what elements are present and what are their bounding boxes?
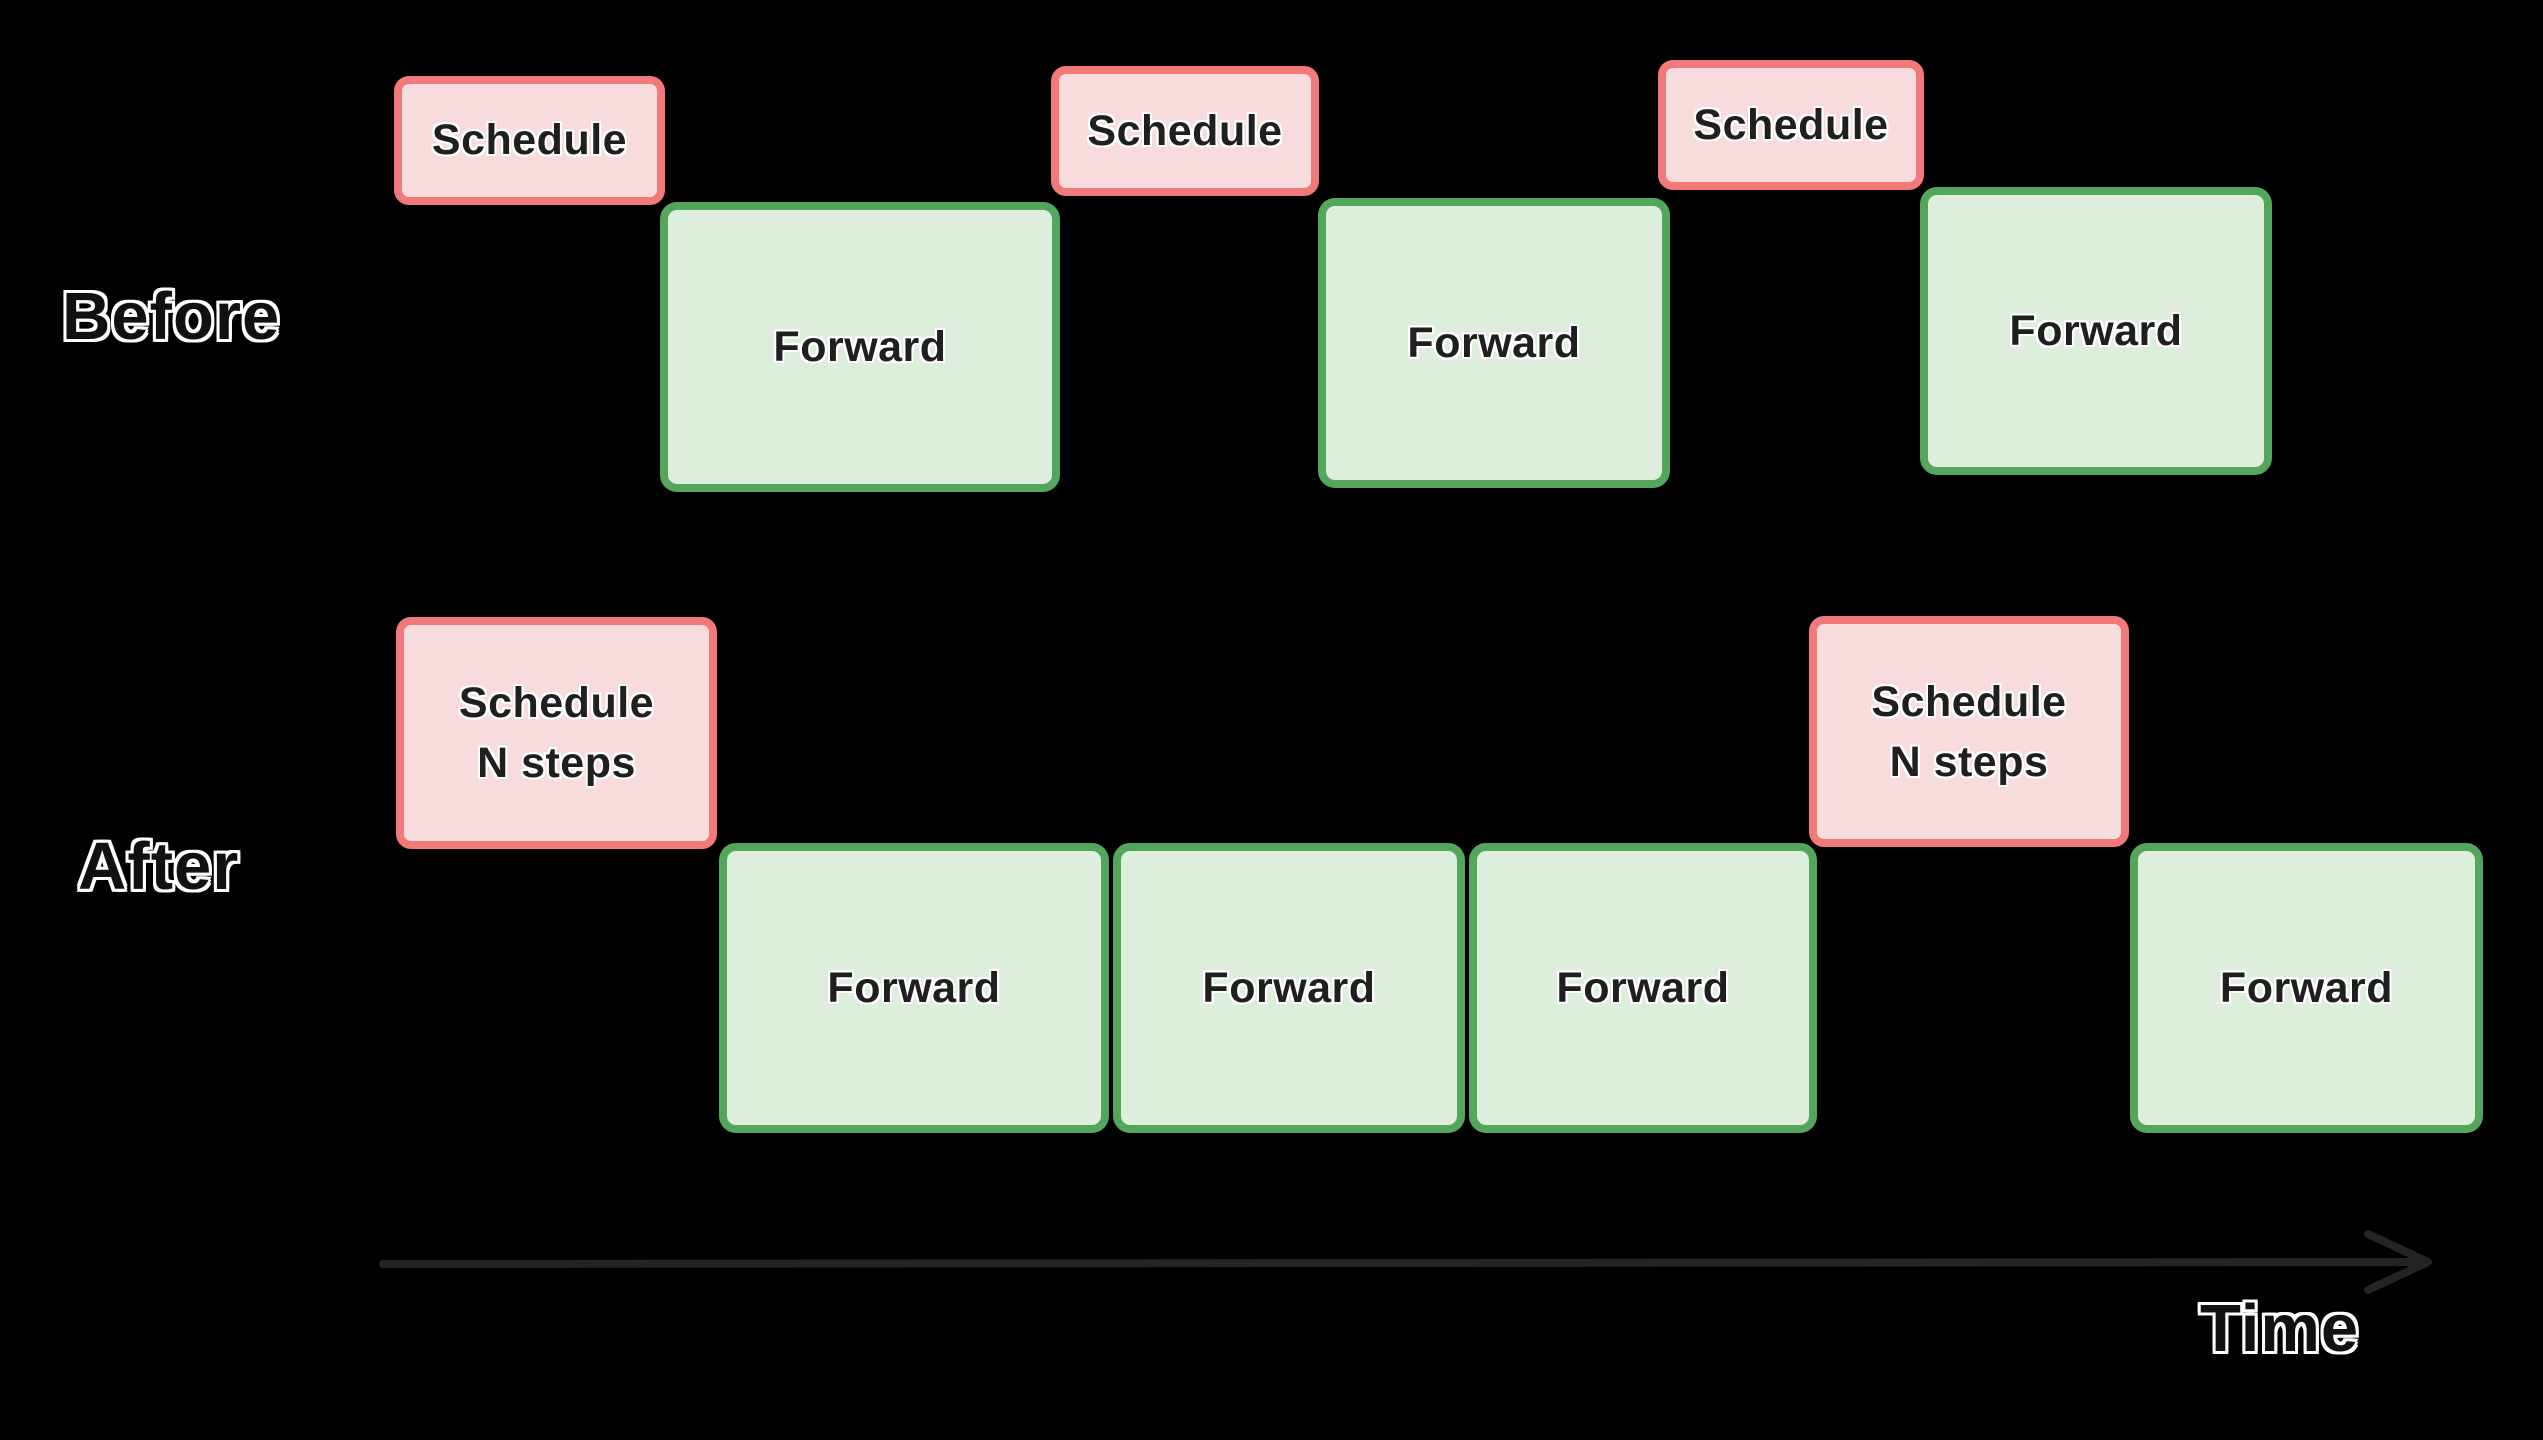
block-label: Forward bbox=[1407, 318, 1581, 367]
block-label: Forward bbox=[773, 322, 947, 371]
block-label: Schedule bbox=[431, 116, 628, 164]
forward-block: Forward bbox=[1113, 843, 1465, 1133]
block-label: Forward bbox=[2219, 963, 2394, 1012]
block-label: Forward bbox=[1202, 963, 1376, 1012]
before-row-label: Before bbox=[62, 279, 281, 354]
block-label: Forward bbox=[1556, 963, 1730, 1012]
forward-block: Forward bbox=[1920, 187, 2272, 475]
schedule-n-steps-block: Schedule N steps bbox=[396, 617, 717, 849]
schedule-block: Schedule bbox=[1051, 66, 1319, 196]
forward-block: Forward bbox=[719, 843, 1109, 1133]
forward-block: Forward bbox=[1469, 843, 1817, 1133]
schedule-block: Schedule bbox=[1658, 60, 1924, 190]
block-label: Forward bbox=[2009, 306, 2183, 355]
forward-block: Forward bbox=[660, 202, 1060, 492]
schedule-n-steps-block: Schedule N steps bbox=[1809, 616, 2129, 847]
schedule-block: Schedule bbox=[394, 76, 665, 205]
block-label: Schedule bbox=[1693, 100, 1889, 149]
block-label: Schedule N steps bbox=[458, 679, 655, 787]
forward-block: Forward bbox=[2130, 843, 2483, 1133]
block-label: Schedule N steps bbox=[1871, 677, 2067, 786]
block-label: Schedule bbox=[1087, 106, 1283, 155]
block-label: Forward bbox=[827, 963, 1001, 1012]
time-axis-label: Time bbox=[2200, 1291, 2360, 1366]
after-row-label: After bbox=[78, 829, 240, 904]
forward-block: Forward bbox=[1318, 198, 1670, 488]
